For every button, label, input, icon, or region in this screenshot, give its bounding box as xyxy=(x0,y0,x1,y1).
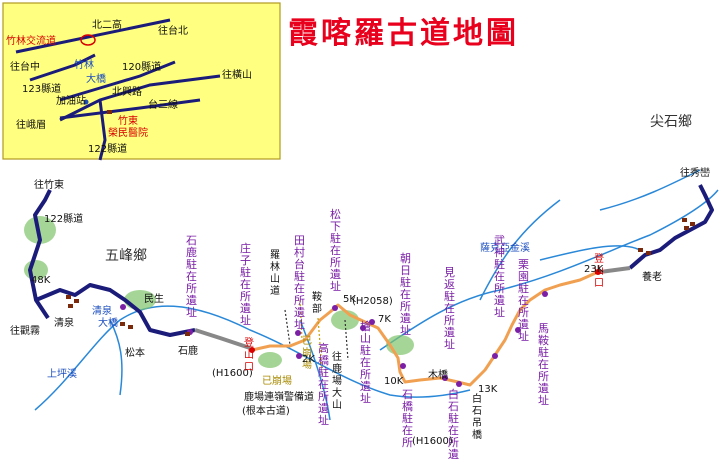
village-blocks xyxy=(66,218,695,336)
label-markers-k13: 13K xyxy=(478,384,498,395)
label-posts-jiaobu: 鞍部 xyxy=(312,290,322,315)
label-posts-shilu: 石鹿駐在所遺址 xyxy=(186,234,197,319)
bengbi-trail-2 xyxy=(317,317,323,371)
road-grey-west xyxy=(194,328,251,350)
label-inset-to_taipei: 往台北 xyxy=(158,24,188,37)
label-markers-trailhead: 登山口 xyxy=(244,336,254,373)
label-inset-to_taichung: 往台中 xyxy=(10,60,40,73)
label-markers-h1600a: (H1600) xyxy=(212,368,253,379)
label-inset-hospital_l1: 竹東 xyxy=(118,114,138,127)
river-branch-2 xyxy=(299,319,331,421)
label-places-qingquan2: 清泉 xyxy=(92,304,112,317)
label-posts-luolin: 羅林山道 xyxy=(270,249,280,297)
label-roads-km48: 48K xyxy=(31,275,51,286)
label-roads-to_guanwu: 往觀霧 xyxy=(10,324,40,337)
county-road-122 xyxy=(28,189,196,337)
label-markers-muqiao: 木橋 xyxy=(428,368,448,381)
label-places-qingquan: 清泉 xyxy=(54,316,74,329)
label-markers-police2: (根本古道) xyxy=(242,404,290,417)
label-posts-zhaori: 朝日駐在所遺址 xyxy=(400,252,411,337)
label-places-daqiao: 大橋 xyxy=(98,316,118,329)
rivers xyxy=(34,169,719,421)
label-posts-jiankao: 見返駐在所遺址 xyxy=(444,266,455,351)
road-grey-east xyxy=(599,266,631,274)
label-inset-tai3: 台三線 xyxy=(148,98,178,111)
river-branch-3 xyxy=(479,199,561,301)
dawushan-trail xyxy=(344,319,349,361)
label-posts-baishi: 白石駐在所遺址 xyxy=(448,387,459,459)
label-regions-wufeng: 五峰鄉 xyxy=(105,248,147,264)
label-roads-to_xiuluan: 往秀巒 xyxy=(680,166,710,179)
label-inset-to_hengshan: 往橫山 xyxy=(222,68,252,81)
label-markers-h1600b: (H1600) xyxy=(412,436,453,447)
label-markers-k7: 7K xyxy=(378,314,391,325)
label-markers-bengbi1: 已崩場 xyxy=(262,374,292,387)
label-roads-to_zhudong: 往竹東 xyxy=(34,178,64,191)
label-posts-bengbi: 已崩場 xyxy=(302,336,312,371)
luolin-trail xyxy=(284,309,291,346)
label-places-songben: 松本 xyxy=(125,346,145,359)
bengbi-trail-1 xyxy=(299,299,303,341)
label-inset-north2: 北二高 xyxy=(92,18,122,31)
label-markers-k5: 5K xyxy=(343,294,356,305)
road-to-xiuluan xyxy=(628,184,714,270)
label-streams-shangping: 上坪溪 xyxy=(47,367,77,380)
xiakeluo-trail xyxy=(251,270,599,387)
label-streams-saka: 薩克亞金溪 xyxy=(480,241,530,254)
label-posts-majun: 馬鞍駐在所遺址 xyxy=(538,322,549,407)
label-posts-kuaishan: 檜山駐在所遺址 xyxy=(360,319,371,405)
label-markers-k2: 2K xyxy=(302,354,315,365)
label-inset-interchange: 竹林交流道 xyxy=(6,34,56,47)
label-inset-hospital_l2: 榮民醫院 xyxy=(108,126,148,139)
label-inset-gas: 加油站 xyxy=(56,94,86,107)
label-posts-wushen: 武神駐在所遺址 xyxy=(494,234,505,319)
river-branch-5 xyxy=(599,169,701,211)
label-inset-zhulin: 竹林 xyxy=(74,58,94,71)
label-places-shilu: 石鹿 xyxy=(178,344,198,357)
label-posts-songxia: 松下駐在所遺址 xyxy=(330,207,341,293)
label-markers-h2058: (H2058) xyxy=(352,296,393,307)
river-branch-1 xyxy=(109,319,123,396)
label-markers-police1: 鹿場連嶺警備道 xyxy=(244,390,314,403)
label-markers-k10: 10K xyxy=(384,376,404,387)
label-places-yanglao: 養老 xyxy=(642,270,662,283)
label-markers-trailhead2: 登山口 xyxy=(594,252,604,289)
label-regions-jianshi: 尖石鄉 xyxy=(650,114,692,130)
river-saka xyxy=(379,189,719,351)
trailhead-east-dot xyxy=(595,269,601,275)
label-roads-road122: 122縣道 xyxy=(44,212,83,225)
map-title: 霞喀羅古道地圖 xyxy=(288,16,519,51)
river-branch-4 xyxy=(539,245,641,261)
label-posts-shiqiao: 石橋駐在所 xyxy=(402,388,413,449)
label-posts-zhuangzi: 庄子駐在所遺址 xyxy=(240,241,251,327)
location-inset xyxy=(2,2,281,161)
label-inset-road122: 122縣道 xyxy=(88,142,127,155)
label-inset-to_emei: 往峨眉 xyxy=(16,118,46,131)
label-posts-dawushan: 往鹿場大山 xyxy=(332,350,342,411)
label-inset-road120: 120縣道 xyxy=(122,60,161,73)
label-markers-k23: 23K xyxy=(584,264,604,275)
label-inset-road123: 123縣道 xyxy=(22,82,61,95)
label-places-minsheng: 民生 xyxy=(144,292,164,305)
label-inset-daqiao: 大橋 xyxy=(86,72,106,85)
river-shangping xyxy=(34,305,471,411)
label-posts-lishu: 栗園駐在所遺址 xyxy=(518,258,529,343)
label-markers-baishidiao: 白石吊橋 xyxy=(472,392,482,441)
label-posts-gaoqiao: 高橋駐在所遺址 xyxy=(318,341,329,427)
trailhead-west-dot xyxy=(249,347,255,353)
label-posts-tiancun: 田村台駐在所遺址 xyxy=(294,234,305,331)
label-inset-beixing: 北興路 xyxy=(112,85,142,98)
post-markers xyxy=(120,291,548,387)
